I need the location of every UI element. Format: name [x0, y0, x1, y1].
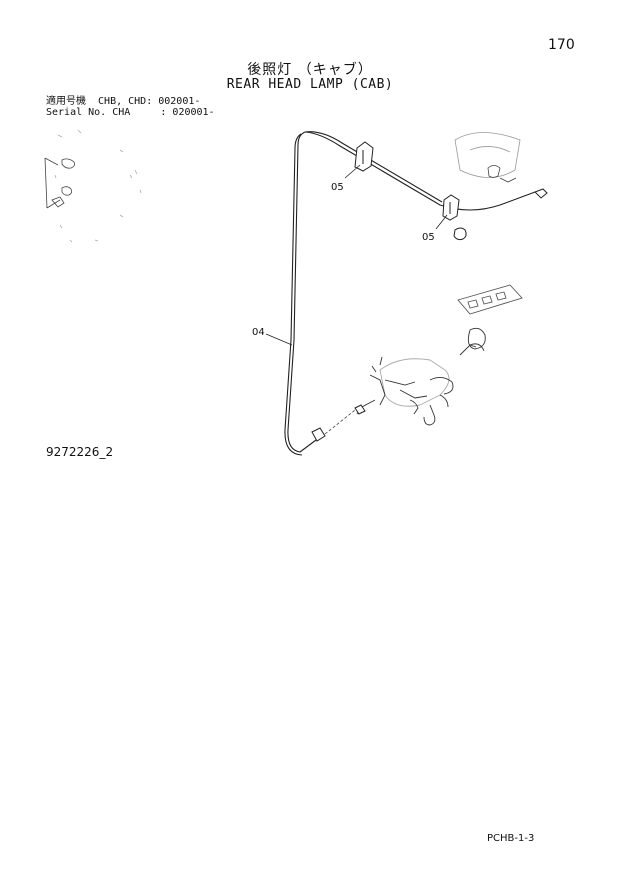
page-title-english: REAR HEAD LAMP (CAB)	[226, 77, 394, 92]
serial-number-line: Serial No. CHA : 020001-	[46, 107, 215, 118]
cable-clip-lower	[442, 194, 467, 241]
lamp-connector	[534, 188, 548, 199]
cable-clip-upper	[354, 141, 374, 172]
switch-panel	[457, 284, 523, 350]
callout-04: 04	[252, 327, 265, 338]
serial-applicability-line: 適用号機 CHB, CHD: 002001-	[46, 96, 201, 107]
machine-locator-icon	[44, 129, 142, 243]
page-title-japanese: 後照灯 （キャブ）	[247, 62, 373, 78]
connector-plug	[311, 404, 366, 442]
page-number: 170	[548, 37, 575, 53]
callout-05-lower: 05	[422, 232, 435, 243]
drawing-id: 9272226_2	[46, 445, 114, 459]
harness-cable	[284, 131, 536, 456]
footer-code: PCHB-1-3	[487, 833, 535, 844]
main-harness-cluster	[356, 343, 485, 426]
callout-05-upper: 05	[331, 182, 344, 193]
lamp-housing	[454, 132, 521, 183]
